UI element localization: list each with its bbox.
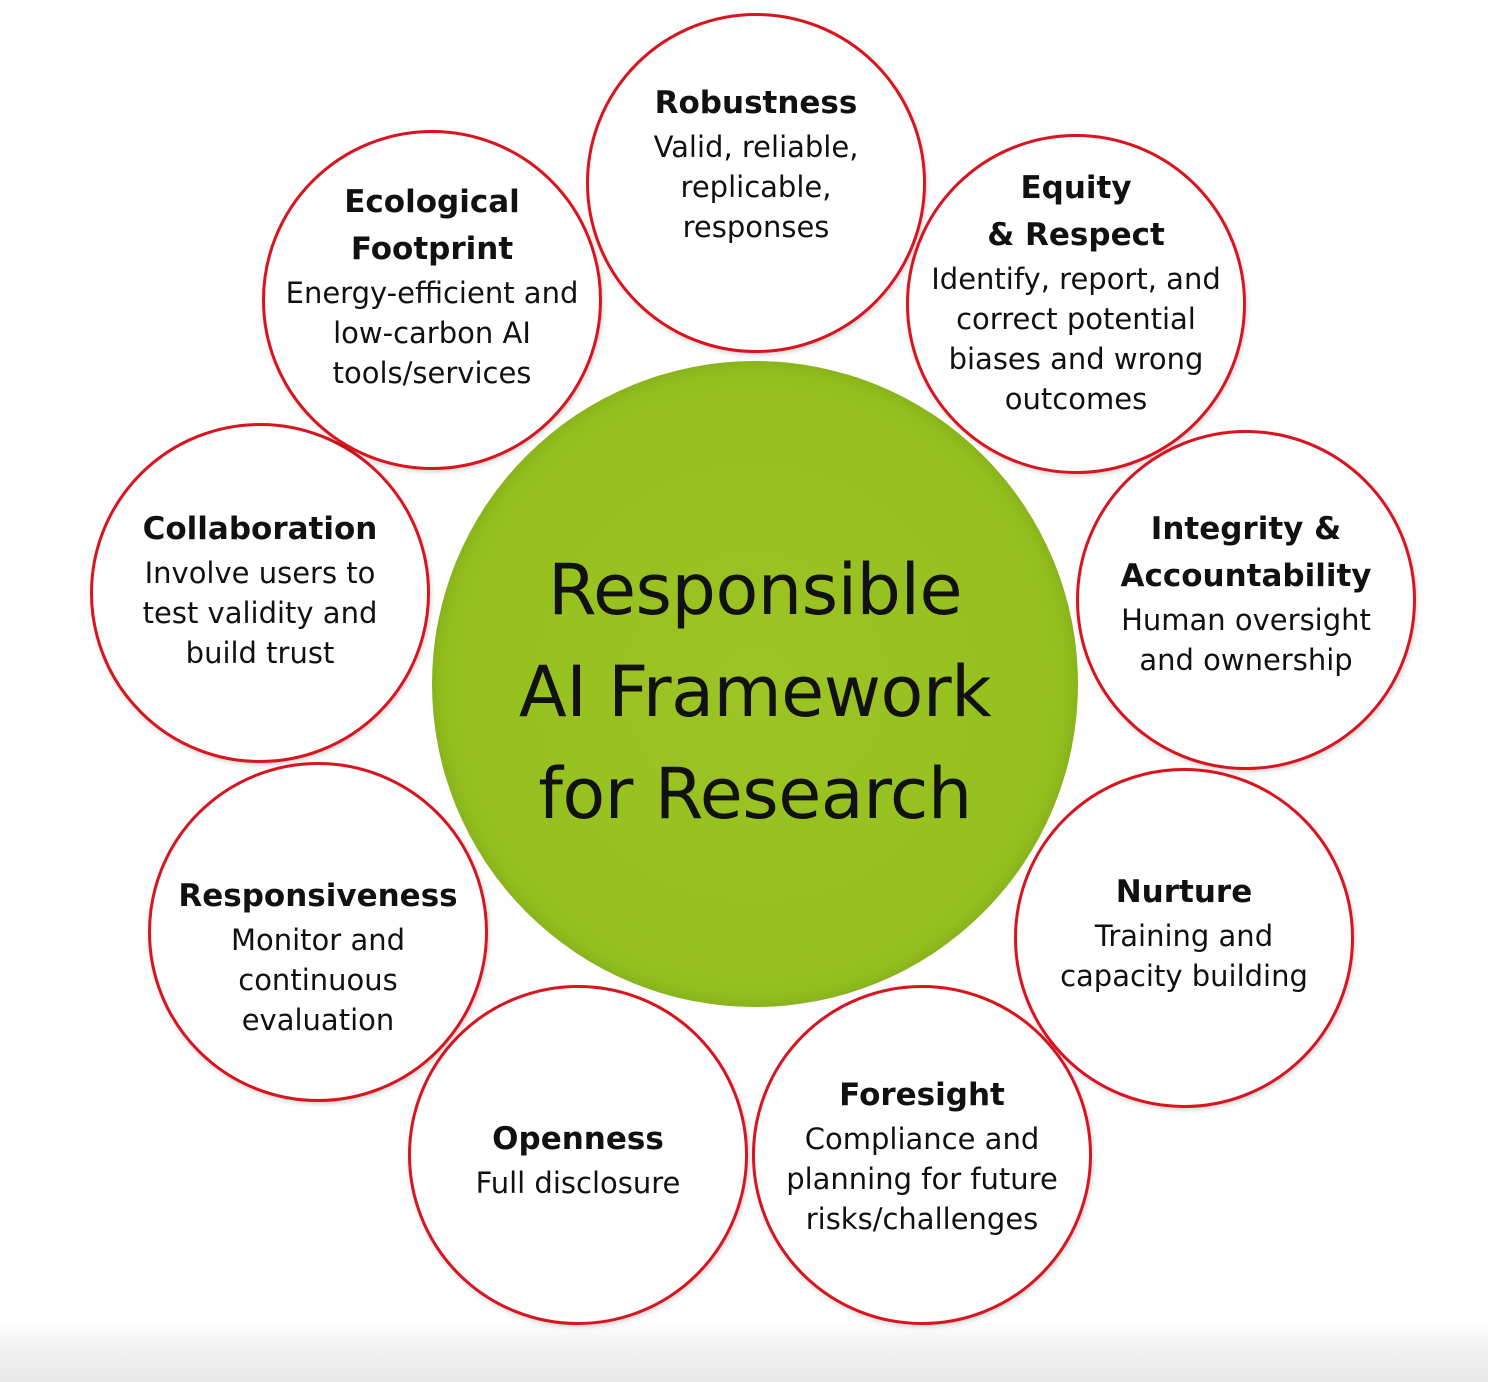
node-nurture: Nurture Training and capacity building: [1014, 768, 1354, 1108]
center-title-line: Responsible: [547, 549, 963, 631]
node-title: Integrity &: [1150, 511, 1342, 547]
node-responsiveness: Responsiveness Monitor and continuous ev…: [148, 762, 488, 1102]
node-ecological-footprint: Ecological Footprint Energy-efficient an…: [262, 130, 602, 470]
node-description: Involve users to test validity and build…: [142, 556, 378, 670]
node-title: Responsiveness: [178, 878, 458, 914]
node-openness: Openness Full disclosure: [408, 985, 748, 1325]
center-title-line: for Research: [538, 753, 972, 835]
node-title: & Respect: [987, 217, 1165, 253]
center-title-line: AI Framework: [518, 651, 992, 733]
node-description: Human oversight and ownership: [1121, 603, 1371, 677]
bottom-shading: [0, 1322, 1488, 1382]
node-description: Training and capacity building: [1060, 919, 1308, 993]
node-description: Identify, report, and correct potential …: [931, 262, 1221, 416]
node-description: Valid, reliable, replicable, responses: [653, 130, 859, 244]
node-description: Energy-efficient and low-carbon AI tools…: [285, 276, 579, 390]
node-title: Nurture: [1115, 874, 1253, 910]
node-title: Footprint: [350, 231, 514, 267]
node-title: Foresight: [839, 1077, 1005, 1113]
center-hub: Responsible AI Framework for Research: [432, 361, 1078, 1007]
node-title: Robustness: [654, 85, 858, 121]
node-title: Openness: [492, 1121, 664, 1157]
node-foresight: Foresight Compliance and planning for fu…: [752, 985, 1092, 1325]
node-equity-respect: Equity & Respect Identify, report, and c…: [906, 134, 1246, 474]
node-description: Monitor and continuous evaluation: [230, 923, 405, 1037]
node-collaboration: Collaboration Involve users to test vali…: [90, 423, 430, 763]
node-description: Compliance and planning for future risks…: [786, 1122, 1058, 1236]
center-title: Responsible AI Framework for Research: [432, 539, 1078, 845]
node-title: Ecological: [344, 184, 520, 220]
node-integrity-accountability: Integrity & Accountability Human oversig…: [1076, 430, 1416, 770]
node-title: Equity: [1020, 170, 1132, 206]
node-description: Full disclosure: [475, 1166, 681, 1200]
node-robustness: Robustness Valid, reliable, replicable, …: [586, 13, 926, 353]
node-title: Collaboration: [142, 511, 378, 547]
node-title: Accountability: [1120, 558, 1372, 594]
